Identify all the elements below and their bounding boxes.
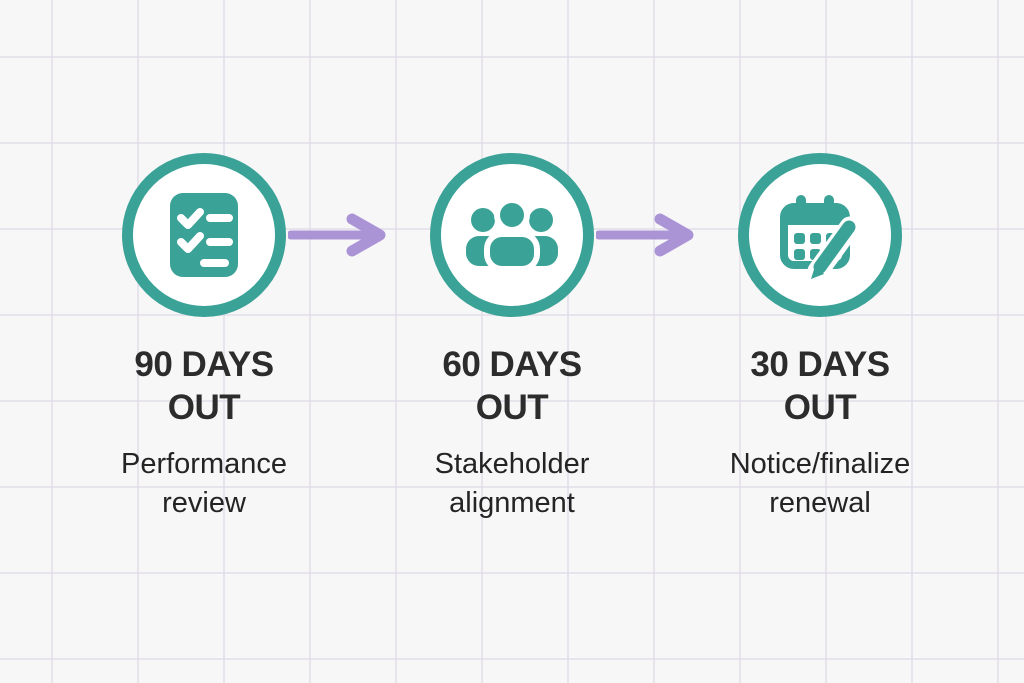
people-group-icon <box>466 197 558 272</box>
step-title: 90 DAYS OUT <box>134 345 274 427</box>
arrow-right-icon <box>288 213 386 257</box>
timeline-step-30-days: 30 DAYS OUT Notice/finalize renewal <box>670 153 970 523</box>
step-subtitle: Performance review <box>120 448 287 519</box>
timeline-step-60-days: 60 DAYS OUT Stakeholder alignment <box>362 153 662 523</box>
step-subtitle: Stakeholder alignment <box>434 448 590 519</box>
step-title: 30 DAYS OUT <box>750 345 890 427</box>
arrow-right-icon <box>596 213 694 257</box>
icon-circle <box>122 153 286 317</box>
checklist-icon <box>170 193 238 277</box>
icon-circle <box>738 153 902 317</box>
calendar-edit-icon <box>780 195 861 282</box>
icon-circle <box>430 153 594 317</box>
step-title: 60 DAYS OUT <box>442 345 582 427</box>
timeline-step-90-days: 90 DAYS OUT Performance review <box>54 153 354 523</box>
step-subtitle: Notice/finalize renewal <box>729 448 911 519</box>
